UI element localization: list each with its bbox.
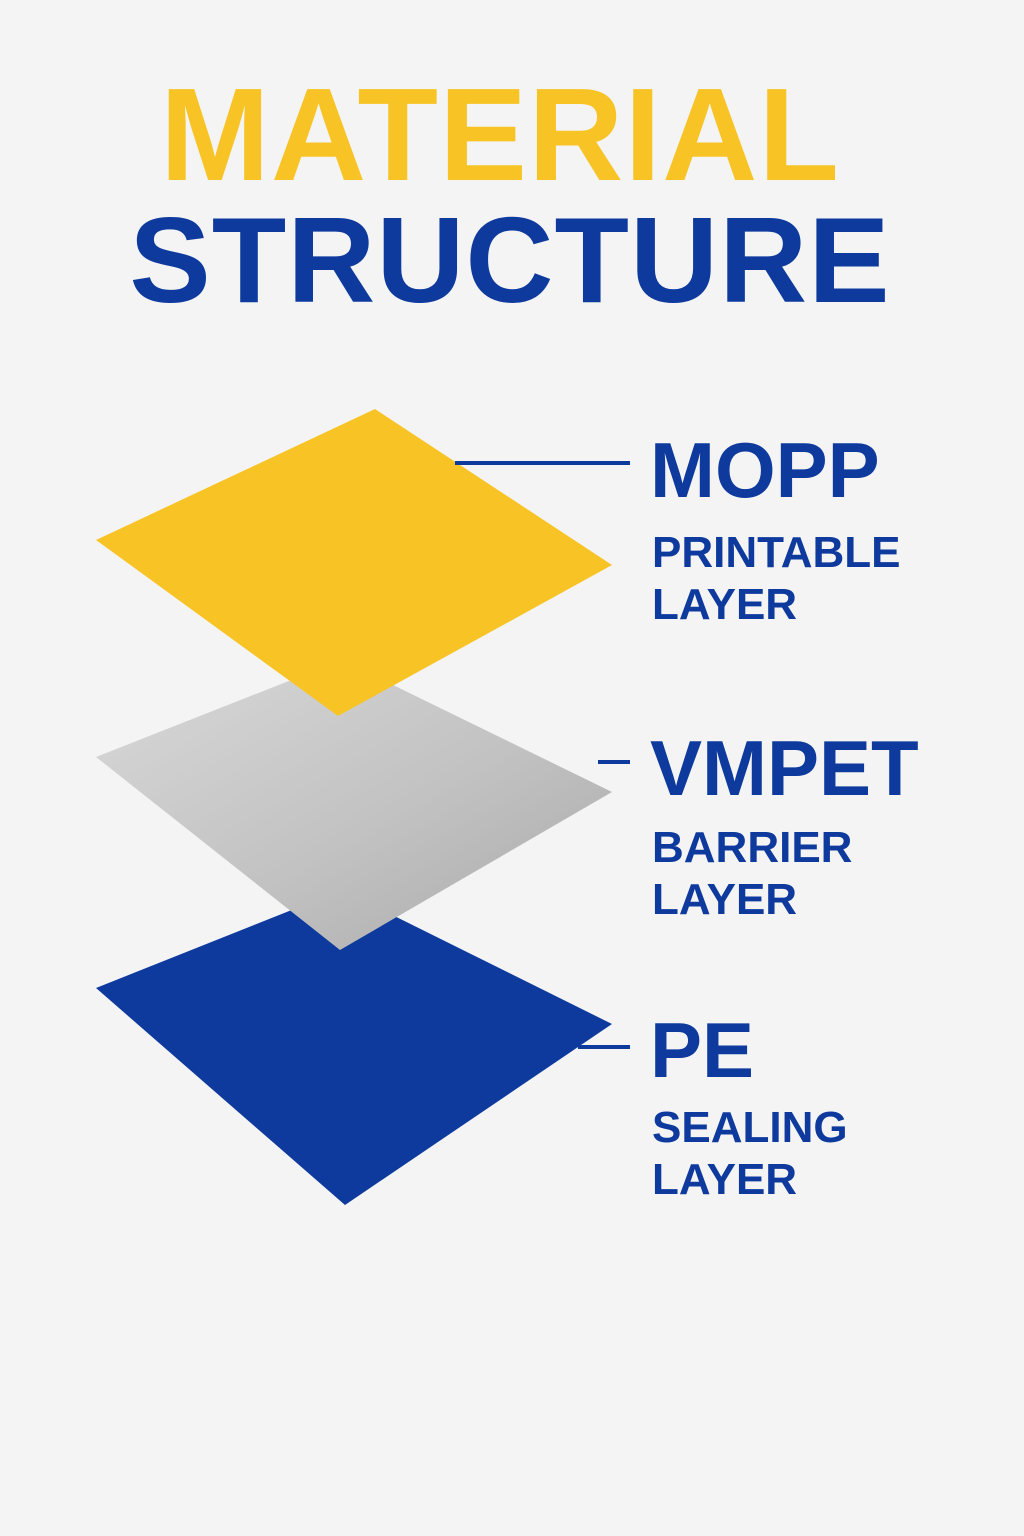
mopp-layer-sheet (96, 409, 612, 716)
mopp-role-line1: PRINTABLE (652, 528, 901, 577)
pe-layer-sheet (96, 890, 612, 1205)
pe-role-line1: SEALING (652, 1103, 848, 1152)
vmpet-role-line1: BARRIER (652, 823, 853, 872)
mopp-label: MOPP (650, 426, 880, 514)
pe-label: PE (650, 1006, 755, 1094)
title-material: MATERIAL (159, 61, 841, 208)
vmpet-layer-sheet (96, 660, 612, 950)
vmpet-role-line2: LAYER (652, 875, 798, 924)
pe-role-line2: LAYER (652, 1155, 798, 1204)
mopp-role-line2: LAYER (652, 580, 798, 629)
vmpet-label: VMPET (650, 724, 919, 812)
title-structure: STRUCTURE (129, 192, 891, 328)
